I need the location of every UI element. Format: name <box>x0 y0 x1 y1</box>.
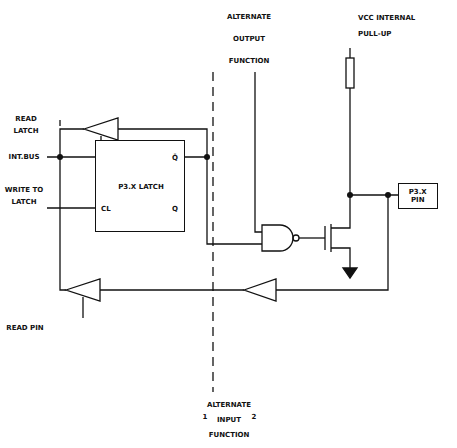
junction-dot <box>347 192 353 198</box>
gate-wire <box>299 237 325 238</box>
read-pin-wire <box>100 289 244 290</box>
resistor-symbol <box>346 58 354 88</box>
junction-dot <box>204 154 210 160</box>
latch-name: P3.X LATCH <box>114 183 168 191</box>
nand-gate <box>262 225 293 251</box>
pullup-wire <box>349 88 350 195</box>
inverter-bubble <box>293 235 299 241</box>
ground-symbol <box>343 268 357 278</box>
signal-name: ALTERNATE OUTPUT FUNCTION <box>217 6 281 72</box>
junction-dot <box>385 192 391 198</box>
latch-box: P3.X LATCH Q̄ CL Q <box>95 140 185 232</box>
dashed-boundary <box>212 72 213 392</box>
callout-number: 1 <box>200 413 210 422</box>
signal-name: READ LATCH <box>6 113 46 137</box>
callout-number: 2 <box>249 413 259 422</box>
alt-output-wire <box>255 72 262 232</box>
nand-input-wire <box>207 157 262 244</box>
buffer-symbol <box>244 279 276 301</box>
bus-return-wire <box>60 157 66 290</box>
bus-name: INT.BUS <box>2 153 46 162</box>
signal-name: WRITE TO LATCH <box>4 184 44 208</box>
pin-name: CL <box>101 205 111 213</box>
drain-wire <box>331 195 350 228</box>
fet-gate <box>324 226 325 250</box>
pin-name: Q̄ <box>172 154 178 162</box>
junction-dot <box>57 154 63 160</box>
source-wire <box>331 248 350 268</box>
enable-wire <box>82 297 83 318</box>
vcc-wire <box>349 48 350 58</box>
stub-wire <box>59 120 60 126</box>
signal-name: ALTERNATE INPUT FUNCTION <box>200 398 258 443</box>
clock-wire <box>47 207 95 208</box>
pin-name: Q <box>172 205 178 213</box>
supply-name: VCC INTERNAL PULL-UP <box>358 10 428 42</box>
pin-label: P3.X PIN <box>403 188 433 204</box>
pin-box: P3.X PIN <box>398 183 438 209</box>
pin-read-wire <box>276 195 388 290</box>
bus-wire <box>47 156 95 157</box>
read-latch-wire <box>60 129 84 157</box>
signal-name: READ PIN <box>5 322 45 334</box>
